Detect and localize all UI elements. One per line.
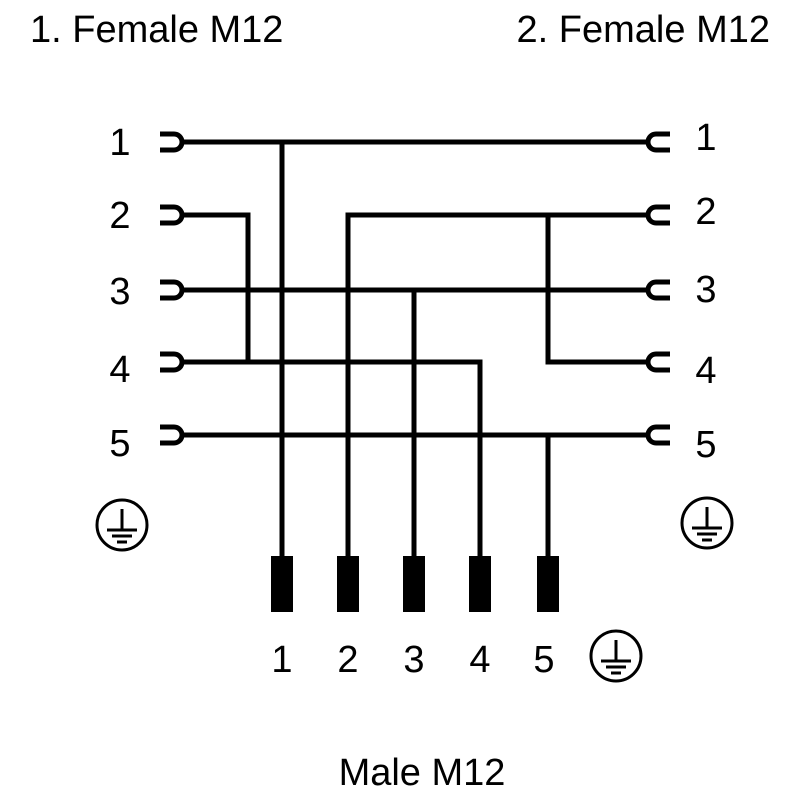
right-pin-label: 1 <box>695 117 716 159</box>
left-socket-icon <box>160 351 185 373</box>
left-pin-label: 4 <box>109 349 130 391</box>
right-socket-icon <box>645 424 670 446</box>
right-sockets <box>645 131 670 446</box>
male-connector-title: Male M12 <box>339 752 506 794</box>
left-socket-icon <box>160 131 185 153</box>
male-pin-block <box>469 556 491 612</box>
left-pin-label: 5 <box>109 423 130 465</box>
right-pin-label: 3 <box>695 269 716 311</box>
right-socket-icon <box>645 204 670 226</box>
right-socket-icon <box>645 351 670 373</box>
left-sockets <box>160 131 185 446</box>
left-socket-icon <box>160 204 185 226</box>
ground-icon <box>680 496 734 550</box>
wire-left-2-bridge <box>182 212 251 362</box>
left-pin-label: 3 <box>109 271 130 313</box>
male-pin-label: 5 <box>533 639 554 681</box>
male-pin-label: 2 <box>337 639 358 681</box>
male-pin-label: 3 <box>403 639 424 681</box>
male-pin-label: 1 <box>271 639 292 681</box>
male-pin-label: 4 <box>469 639 490 681</box>
left-socket-icon <box>160 279 185 301</box>
wires <box>182 139 648 558</box>
ground-icon <box>95 498 149 552</box>
right-pin-label: 5 <box>695 424 716 466</box>
male-pin-block <box>537 556 559 612</box>
right-pin-label: 2 <box>695 191 716 233</box>
right-socket-icon <box>645 279 670 301</box>
right-pin-label: 4 <box>695 350 716 392</box>
wire-pin-2 <box>345 212 648 558</box>
ground-icon <box>589 629 643 683</box>
male-pin-block <box>403 556 425 612</box>
left-pin-label: 2 <box>109 195 130 237</box>
wire-right-2-bridge <box>545 215 648 365</box>
male-pin-block <box>271 556 293 612</box>
left-connector-title: 1. Female M12 <box>30 9 283 51</box>
right-socket-icon <box>645 131 670 153</box>
male-plug-pins <box>271 556 559 612</box>
wire-pin-4 <box>182 359 483 558</box>
right-connector-title: 2. Female M12 <box>517 9 770 51</box>
male-pin-block <box>337 556 359 612</box>
left-pin-label: 1 <box>109 122 130 164</box>
left-socket-icon <box>160 424 185 446</box>
